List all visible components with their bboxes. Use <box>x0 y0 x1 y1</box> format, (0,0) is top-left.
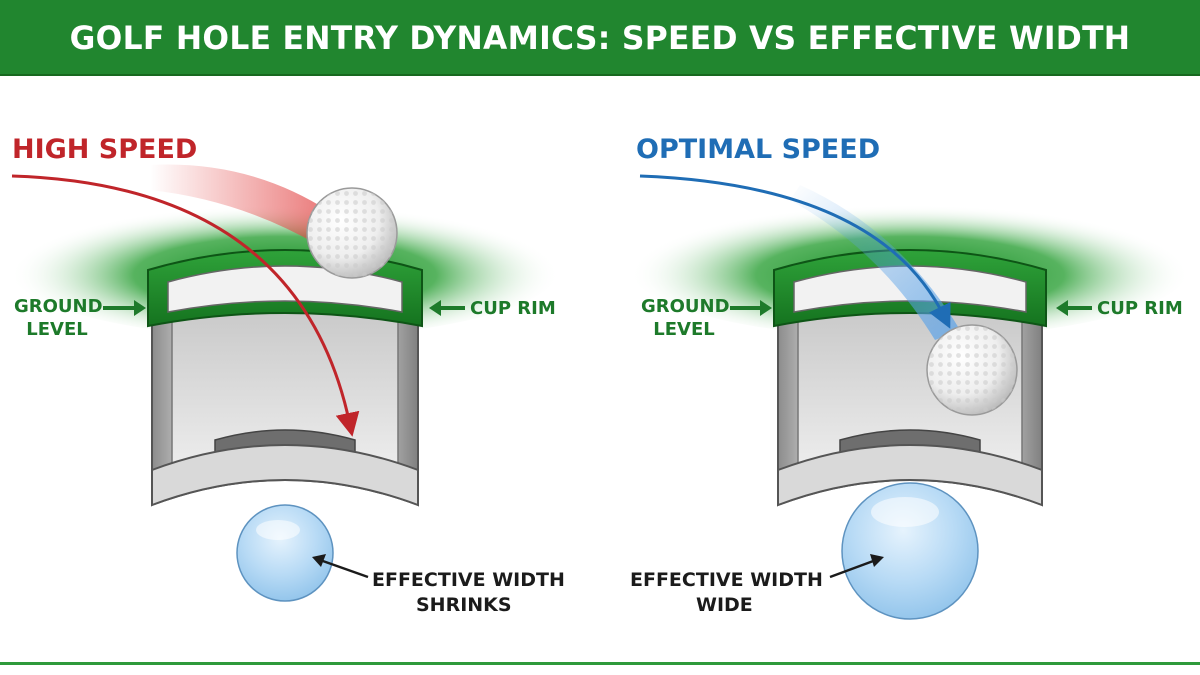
right-panel <box>630 174 1190 620</box>
speed-trail-left <box>150 164 330 245</box>
ground-level-label-left: GROUND LEVEL <box>14 295 103 341</box>
ground-label-line1: GROUND <box>14 296 103 317</box>
width-label-line1: EFFECTIVE WIDTH <box>372 569 565 591</box>
effective-width-pointer-right <box>829 558 877 579</box>
width-label-line2: SHRINKS <box>416 594 512 616</box>
ground-level-label-right: GROUND LEVEL <box>641 295 730 341</box>
width-label-line1: EFFECTIVE WIDTH <box>630 569 823 591</box>
ground-label-line2: LEVEL <box>653 319 715 340</box>
optimal-speed-label: OPTIMAL SPEED <box>636 134 881 165</box>
width-label-line2: WIDE <box>696 594 753 616</box>
footer-divider <box>0 662 1200 665</box>
left-panel <box>10 164 560 602</box>
effective-width-ball-large <box>841 482 979 620</box>
high-speed-label: HIGH SPEED <box>12 134 198 165</box>
ground-label-line2: LEVEL <box>26 319 88 340</box>
golf-ball-left <box>306 187 398 279</box>
trajectory-arrow-optimal-speed <box>639 174 951 329</box>
effective-width-label-right: EFFECTIVE WIDTH WIDE <box>630 568 823 618</box>
speed-trail-right <box>790 185 960 340</box>
effective-width-pointer-left <box>319 558 369 579</box>
ground-label-line1: GROUND <box>641 296 730 317</box>
cup-rim-label-right: CUP RIM <box>1097 298 1183 319</box>
trajectory-arrow-high-speed <box>11 174 360 437</box>
page-title: GOLF HOLE ENTRY DYNAMICS: SPEED VS EFFEC… <box>69 19 1131 57</box>
golf-ball-right <box>926 324 1018 416</box>
effective-width-ball-small <box>236 504 334 602</box>
cup-rim-label-left: CUP RIM <box>470 298 556 319</box>
golf-cup-left <box>147 249 423 507</box>
title-banner <box>0 0 1200 76</box>
effective-width-label-left: EFFECTIVE WIDTH SHRINKS <box>372 568 565 618</box>
